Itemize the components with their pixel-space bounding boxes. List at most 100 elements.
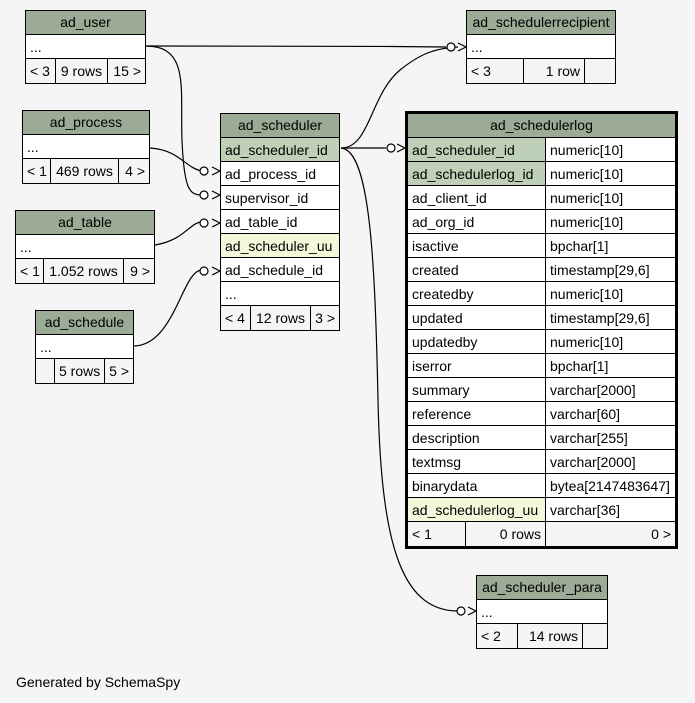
column-name: ad_client_id (408, 186, 546, 209)
column-row[interactable]: ad_scheduler_id (221, 138, 339, 162)
row-count: 14 rows (518, 624, 583, 648)
children-count[interactable]: 3 > (315, 310, 335, 326)
cardinality-circle (199, 190, 209, 200)
table-footer: < 4 12 rows 3 > (221, 306, 339, 330)
column-row[interactable]: ad_scheduler_uu (221, 234, 339, 258)
parents-count[interactable]: < 3 (467, 59, 524, 83)
column-name: createdby (408, 282, 546, 305)
edge-process-scheduler (149, 147, 203, 172)
crowfoot (211, 166, 222, 176)
table-footer: < 1 1.052 rows 9 > (16, 259, 154, 283)
children-count[interactable]: 0 > (651, 526, 671, 542)
row-count: 9 rows (56, 59, 108, 83)
columns-ellipsis: ... (26, 35, 145, 59)
children-count[interactable]: 9 > (130, 263, 150, 279)
column-row[interactable]: ad_table_id (221, 210, 339, 234)
row-count: 469 rows (51, 159, 119, 183)
edge-scheduler-recipient (340, 46, 459, 149)
children-count[interactable]: 15 > (113, 63, 141, 79)
crowfoot (211, 266, 222, 276)
cardinality-circle (199, 266, 209, 276)
parents-count[interactable]: < 3 (26, 59, 56, 83)
children-count[interactable]: 4 > (125, 163, 145, 179)
children-count[interactable] (583, 624, 607, 648)
cardinality-circle (446, 42, 456, 52)
crowfoot (211, 190, 222, 200)
table-ad-user[interactable]: ad_user ... < 3 9 rows 15 > (25, 10, 146, 84)
table-title: ad_table (16, 211, 154, 235)
column-type: numeric[10] (546, 186, 675, 209)
table-footer: < 1 469 rows 4 > (23, 159, 149, 183)
table-footer: < 3 1 row (467, 59, 615, 83)
cardinality-circle (456, 606, 466, 616)
parents-count[interactable]: < 1 (16, 259, 44, 283)
parents-count[interactable]: < 2 (477, 624, 518, 648)
column-name: textmsg (408, 450, 546, 473)
column-name: created (408, 258, 546, 281)
table-ad-schedule[interactable]: ad_schedule ... 5 rows 5 > (35, 310, 134, 384)
table-title: ad_process (23, 111, 149, 135)
column-name: binarydata (408, 474, 546, 497)
column-row[interactable]: supervisor_id (221, 186, 339, 210)
columns-ellipsis: ... (16, 235, 154, 259)
table-title: ad_schedulerlog (408, 114, 675, 138)
column-name: summary (408, 378, 546, 401)
row-count: 0 rows (466, 522, 546, 546)
column-type: varchar[2000] (546, 450, 675, 473)
children-count[interactable] (585, 59, 615, 83)
column-name: ad_schedulerlog_id (408, 162, 546, 185)
crowfoot (467, 606, 478, 616)
column-name: updated (408, 306, 546, 329)
column-row[interactable]: ad_process_id (221, 162, 339, 186)
table-ad-scheduler-para[interactable]: ad_scheduler_para ... < 2 14 rows (476, 575, 608, 649)
column-type: timestamp[29,6] (546, 306, 675, 329)
table-ad-process[interactable]: ad_process ... < 1 469 rows 4 > (22, 110, 150, 184)
columns-ellipsis: ... (221, 282, 339, 306)
edge-scheduler-para (340, 147, 458, 612)
column-type: numeric[10] (546, 330, 675, 353)
columns-ellipsis: ... (477, 600, 607, 624)
table-ad-scheduler[interactable]: ad_scheduler ad_scheduler_id ad_process_… (220, 113, 340, 331)
column-name: description (408, 426, 546, 449)
parents-count[interactable]: < 1 (408, 522, 466, 546)
table-ad-table[interactable]: ad_table ... < 1 1.052 rows 9 > (15, 210, 155, 284)
column-name: updatedby (408, 330, 546, 353)
parents-count[interactable] (36, 359, 55, 383)
column-type: bpchar[1] (546, 234, 675, 257)
row-count: 5 rows (55, 359, 105, 383)
column-type: numeric[10] (546, 138, 675, 161)
table-footer: 5 rows 5 > (36, 359, 133, 383)
children-count[interactable]: 5 > (109, 363, 129, 379)
crowfoot (396, 143, 407, 153)
table-ad-schedulerrecipient[interactable]: ad_schedulerrecipient ... < 3 1 row (466, 10, 616, 84)
row-count: 12 rows (251, 306, 311, 330)
cardinality-circle (199, 218, 209, 228)
cardinality-circle (199, 166, 209, 176)
edge-table-scheduler (154, 221, 203, 246)
columns-ellipsis: ... (36, 335, 133, 359)
parents-count[interactable]: < 1 (23, 159, 51, 183)
parents-count[interactable]: < 4 (221, 306, 251, 330)
column-type: numeric[10] (546, 210, 675, 233)
columns-ellipsis: ... (467, 35, 615, 59)
column-row[interactable]: ad_schedule_id (221, 258, 339, 282)
edge-schedule-scheduler (133, 269, 203, 347)
column-type: timestamp[29,6] (546, 258, 675, 281)
